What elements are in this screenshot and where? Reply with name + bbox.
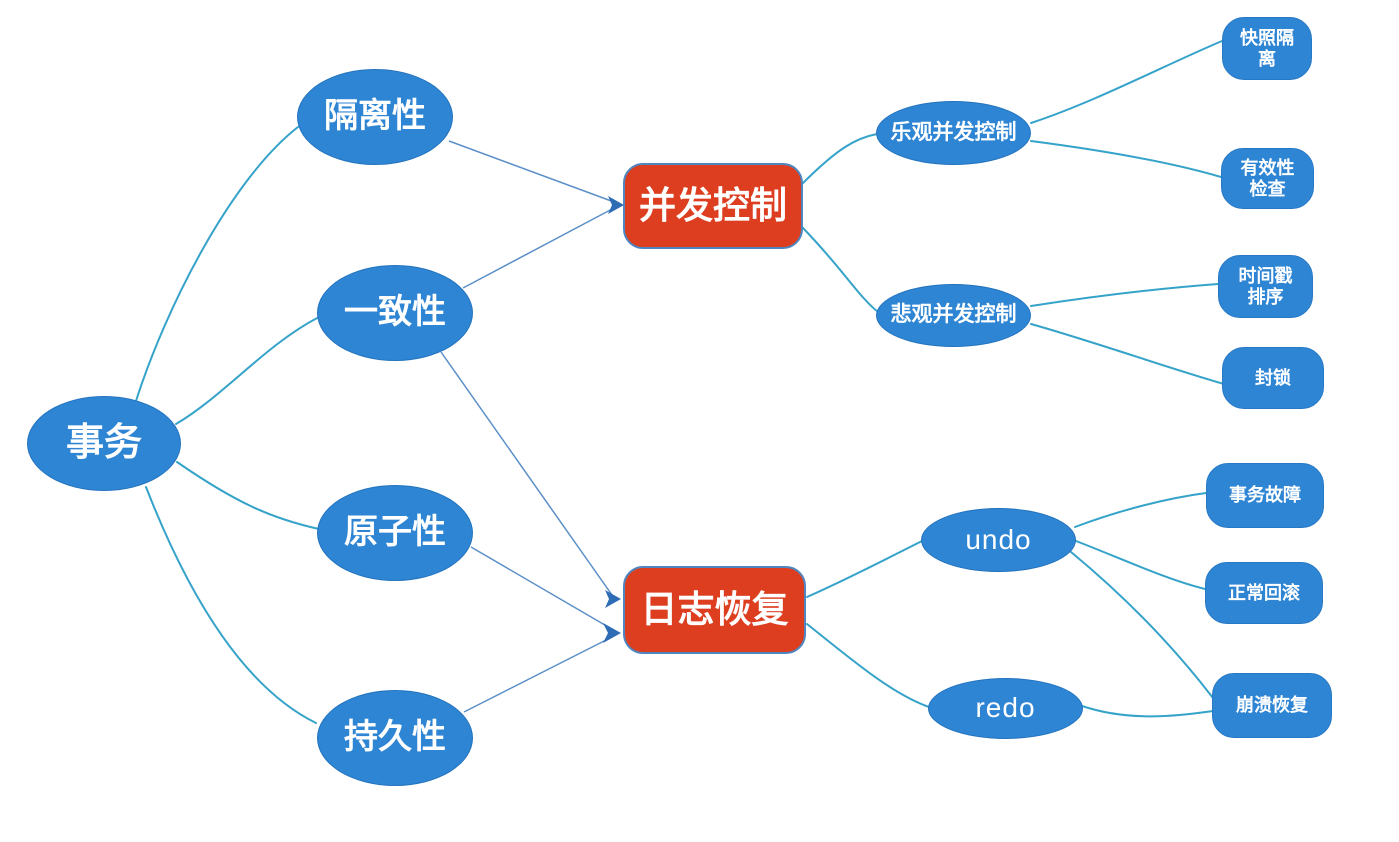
edge-concurrency-optimistic [801, 133, 878, 185]
edge-undo-txfailure [1074, 492, 1207, 528]
node-redo[interactable]: redo [928, 678, 1083, 739]
node-label: 悲观并发控制 [890, 303, 1017, 327]
edge-logrecovery-undo [806, 540, 923, 598]
arrowhead-logrecovery-top-icon [605, 590, 621, 608]
edge-consistency-logrecovery [440, 351, 613, 596]
node-crash-recovery[interactable]: 崩溃恢复 [1212, 673, 1332, 738]
node-label: 一致性 [344, 293, 446, 332]
node-label: 事务 [65, 421, 142, 464]
edge-logrecovery-redo [806, 623, 930, 708]
node-label: redo [975, 692, 1036, 724]
node-snapshot-isolation[interactable]: 快照隔离 [1222, 17, 1312, 80]
edge-root-consistency [175, 316, 320, 425]
node-label: 日志恢复 [640, 588, 789, 630]
node-optimistic-concurrency-control[interactable]: 乐观并发控制 [876, 101, 1031, 165]
edge-root-durability [145, 486, 317, 724]
edge-pessimistic-locking [1030, 323, 1225, 385]
node-label: 快照隔离 [1240, 27, 1294, 69]
node-validity-check[interactable]: 有效性检查 [1221, 148, 1314, 209]
edge-optimistic-snapshot [1030, 40, 1223, 124]
edge-optimistic-validity [1030, 140, 1222, 178]
node-label: 原子性 [344, 513, 446, 552]
node-label: 有效性检查 [1240, 157, 1295, 199]
node-label: 持久性 [344, 718, 446, 757]
node-pessimistic-concurrency-control[interactable]: 悲观并发控制 [876, 284, 1031, 347]
edge-durability-logrecovery [463, 637, 611, 713]
node-label: 事务故障 [1229, 485, 1301, 506]
node-isolation[interactable]: 隔离性 [297, 69, 453, 165]
node-label: undo [965, 523, 1032, 555]
node-label: 封锁 [1255, 367, 1291, 388]
node-consistency[interactable]: 一致性 [317, 265, 473, 361]
edge-root-atomicity [176, 461, 320, 530]
node-label: 时间戳排序 [1238, 265, 1293, 307]
node-concurrency-control[interactable]: 并发控制 [623, 163, 803, 249]
node-label: 乐观并发控制 [890, 120, 1017, 144]
node-atomicity[interactable]: 原子性 [317, 485, 473, 581]
node-label: 并发控制 [639, 184, 787, 226]
edge-consistency-concurrency [462, 207, 615, 289]
edge-undo-rollback [1075, 540, 1206, 590]
edge-concurrency-pessimistic [801, 226, 879, 313]
edge-atomicity-logrecovery [470, 546, 611, 629]
node-normal-rollback[interactable]: 正常回滚 [1205, 562, 1323, 624]
edge-isolation-concurrency [448, 140, 615, 203]
node-label: 隔离性 [324, 97, 426, 136]
edge-root-isolation [135, 126, 299, 402]
node-durability[interactable]: 持久性 [317, 690, 473, 786]
node-log-recovery[interactable]: 日志恢复 [623, 566, 806, 654]
node-root-transaction[interactable]: 事务 [27, 396, 181, 491]
edge-pessimistic-timestamp [1030, 283, 1219, 307]
node-undo[interactable]: undo [921, 508, 1076, 572]
arrowhead-logrecovery-bottom-icon [603, 623, 621, 643]
edge-undo-crash [1070, 551, 1214, 699]
node-locking[interactable]: 封锁 [1222, 347, 1324, 409]
node-timestamp-ordering[interactable]: 时间戳排序 [1218, 255, 1313, 318]
node-label: 崩溃恢复 [1236, 695, 1308, 716]
edge-redo-crash [1081, 705, 1214, 718]
node-label: 正常回滚 [1228, 582, 1300, 603]
arrowhead-concurrency-icon [608, 196, 624, 214]
node-transaction-failure[interactable]: 事务故障 [1206, 463, 1324, 528]
